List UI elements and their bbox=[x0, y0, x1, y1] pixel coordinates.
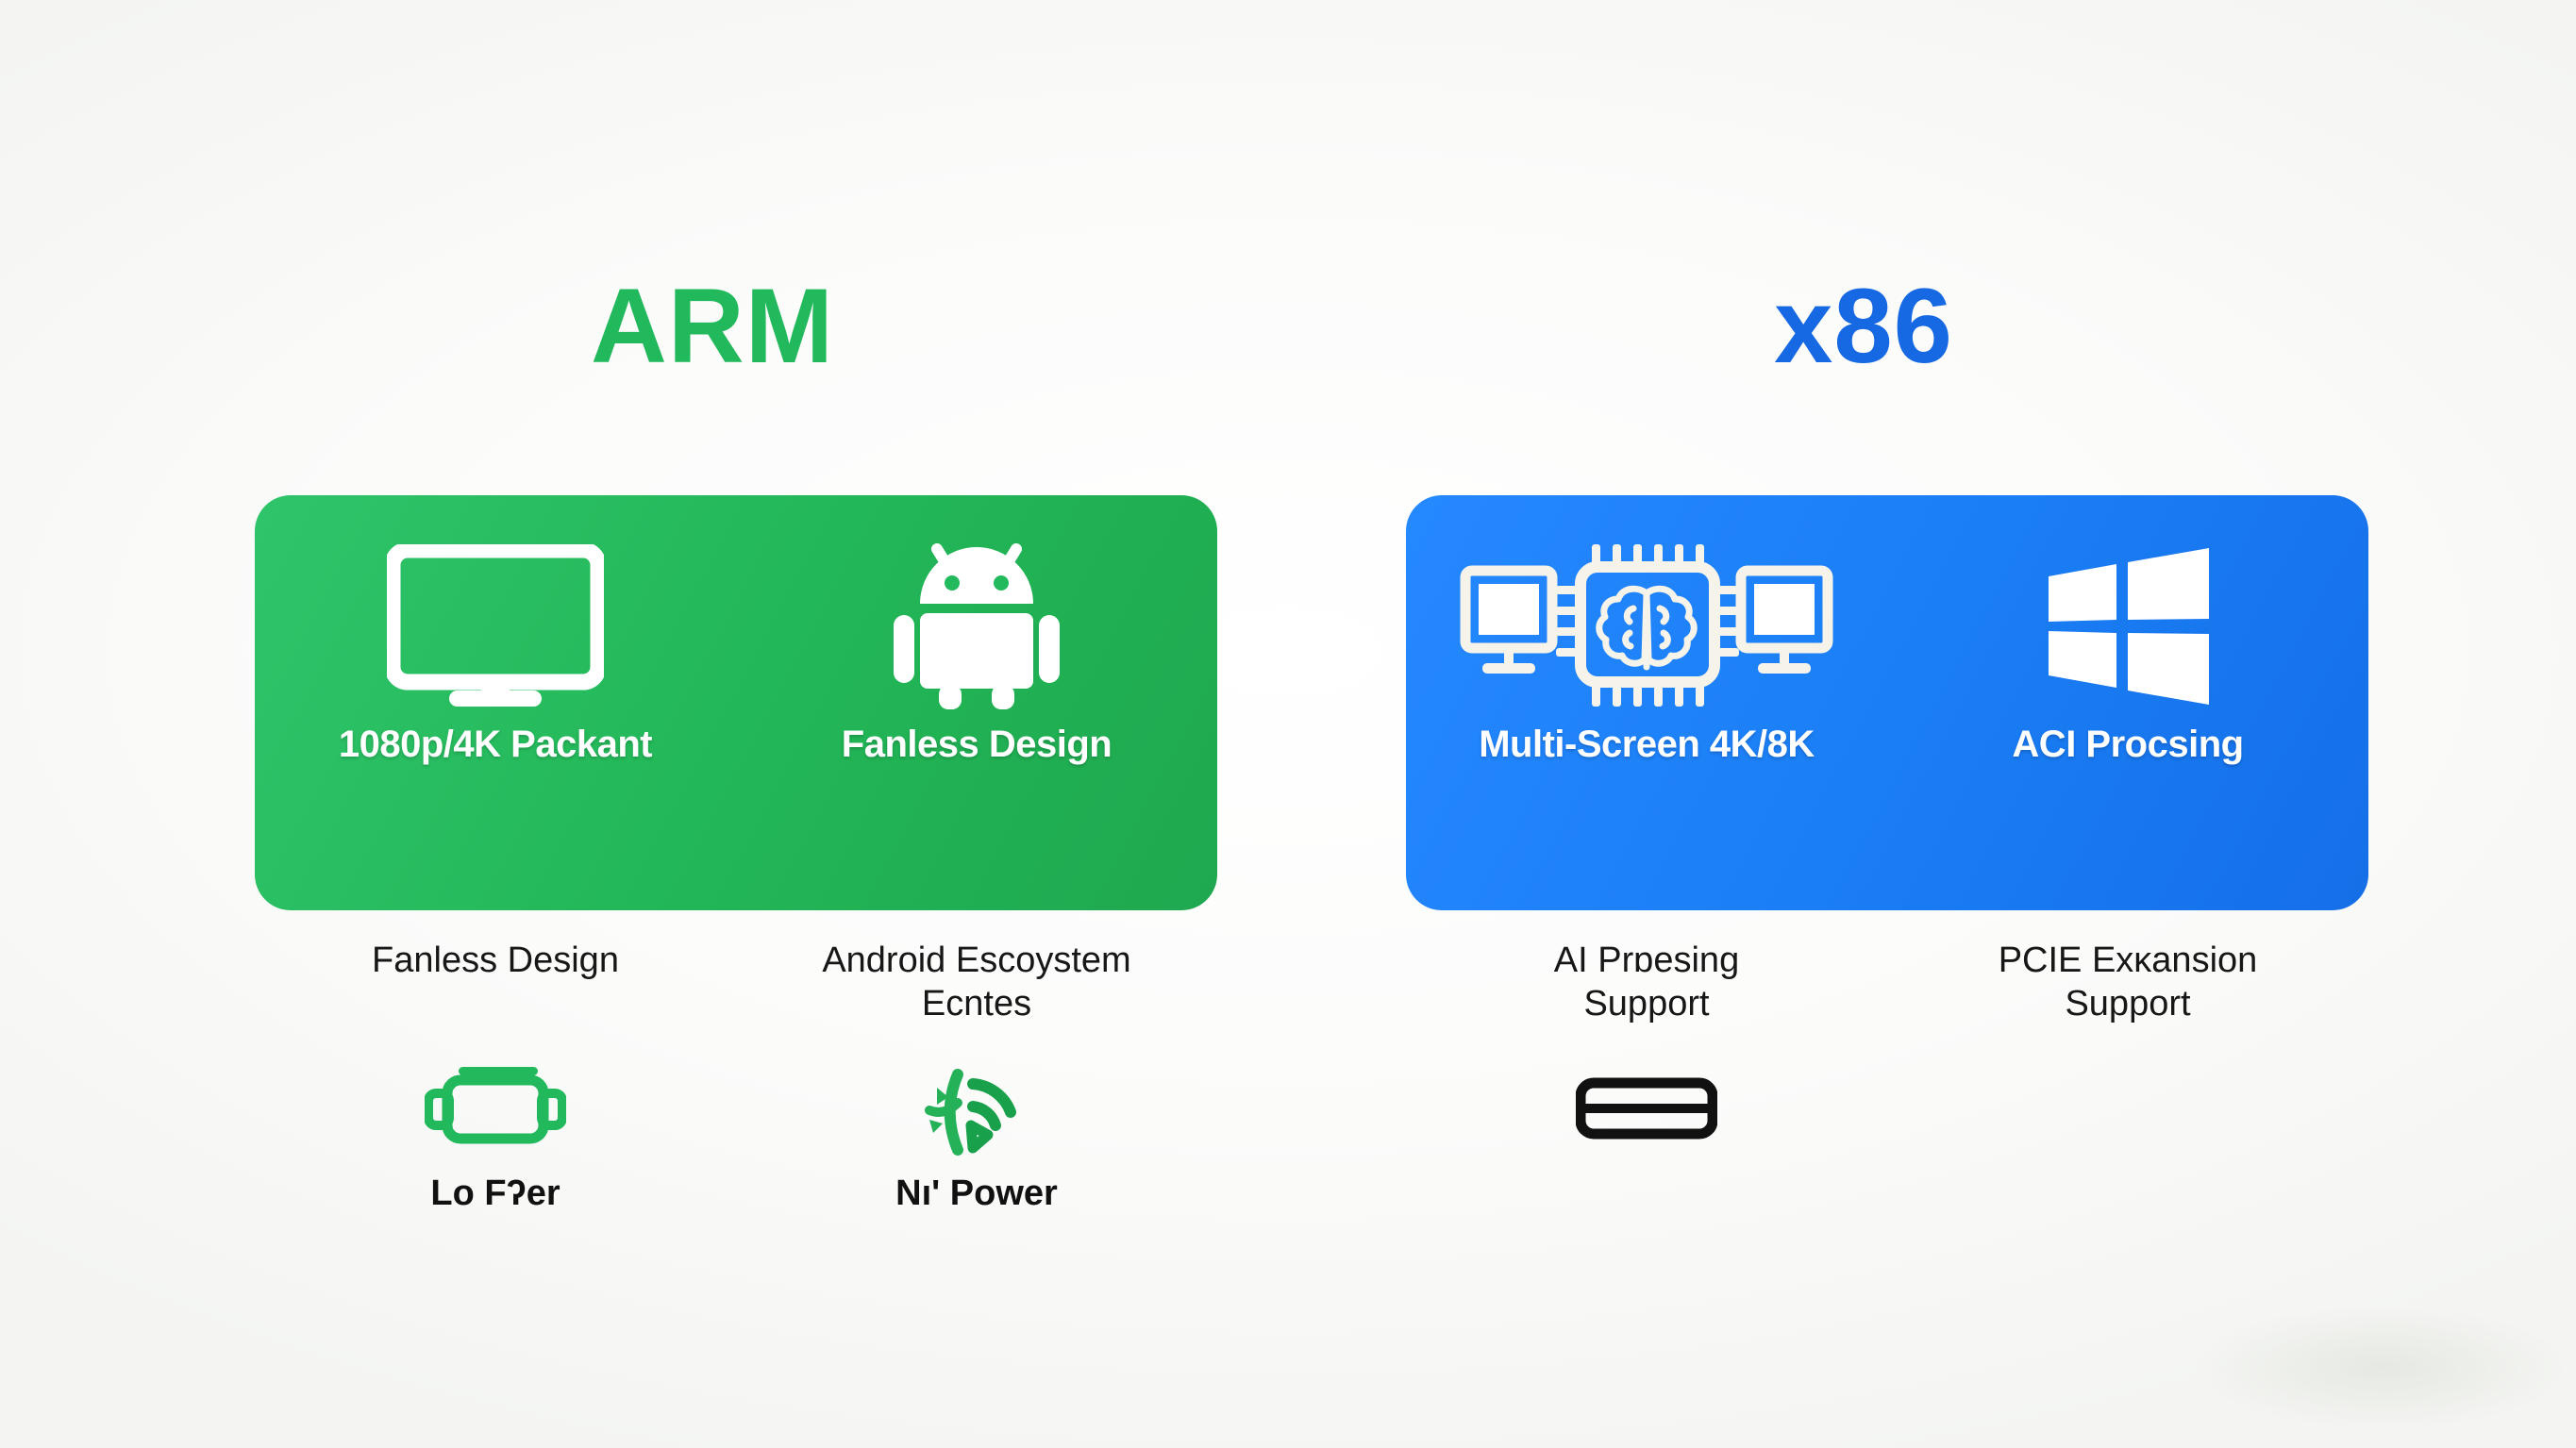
x86-bottom-row bbox=[1406, 1057, 2368, 1173]
arm-sub-feature-row: Fanless Design Android Escoystem Ecntes bbox=[255, 939, 1217, 1026]
x86-architecture-title: x86 bbox=[1774, 267, 1953, 385]
x86-sub-feature-row: AI Prɒesing Support PCIE Exκansion Suppo… bbox=[1406, 939, 2368, 1026]
x86-card-cell-multiscreen[interactable]: Multi-Screen 4K/8K bbox=[1406, 495, 1887, 910]
arm-card-label-display: 1080p/4K Packant bbox=[338, 724, 653, 765]
x86-card-label-multiscreen: Multi-Screen 4K/8K bbox=[1479, 724, 1815, 765]
monitor-icon bbox=[387, 541, 604, 710]
arm-bottom-row: Lo Fʔer Nıʹ Power bbox=[255, 1057, 1217, 1214]
arm-sub-feature-0: Fanless Design bbox=[255, 939, 736, 1026]
arm-sub-feature-1-line-0: Android Escoystem bbox=[822, 940, 1131, 980]
x86-sub-feature-1-line-1: Support bbox=[2065, 984, 2191, 1024]
x86-sub-feature-0: AI Prɒesing Support bbox=[1406, 939, 1887, 1026]
x86-bottom-feature-pcie[interactable] bbox=[1406, 1057, 1887, 1173]
arm-sub-feature-1: Android Escoystem Ecntes bbox=[736, 939, 1217, 1026]
x86-bottom-feature-empty bbox=[1887, 1057, 2368, 1173]
x86-sub-feature-1: PCIE Exκansion Support bbox=[1887, 939, 2368, 1026]
arm-card-label-android: Fanless Design bbox=[841, 724, 1112, 765]
arm-feature-card: 1080p/4K Packant bbox=[255, 495, 1217, 910]
arm-sub-feature-1-line-1: Ecntes bbox=[921, 984, 1032, 1024]
x86-sub-feature-0-line-0: AI Prɒesing bbox=[1553, 940, 1740, 980]
pcie-slot-icon bbox=[1576, 1057, 1717, 1160]
arm-bottom-label-power: Nıʹ Power bbox=[895, 1173, 1058, 1213]
arm-architecture-title: ARM bbox=[590, 267, 835, 385]
x86-feature-card: Multi-Screen 4K/8K ACI Procsing bbox=[1406, 495, 2368, 910]
x86-sub-feature-1-line-0: PCIE Exκansion bbox=[1998, 940, 2258, 980]
x86-card-label-windows: ACI Procsing bbox=[2012, 724, 2244, 765]
windows-logo-icon bbox=[2043, 541, 2213, 710]
arm-bottom-feature-power[interactable]: Nıʹ Power bbox=[736, 1057, 1217, 1214]
arm-bottom-label-battery: Lo Fʔer bbox=[430, 1173, 560, 1213]
wifi-leaf-icon bbox=[920, 1057, 1033, 1160]
battery-icon bbox=[425, 1057, 566, 1160]
arm-card-cell-display[interactable]: 1080p/4K Packant bbox=[255, 495, 736, 910]
arm-card-cell-android[interactable]: Fanless Design bbox=[736, 495, 1217, 910]
x86-card-cell-windows[interactable]: ACI Procsing bbox=[1887, 495, 2368, 910]
arm-bottom-feature-battery[interactable]: Lo Fʔer bbox=[255, 1057, 736, 1214]
arm-sub-feature-0-line-0: Fanless Design bbox=[372, 940, 619, 980]
x86-sub-feature-0-line-1: Support bbox=[1583, 984, 1710, 1024]
ai-chip-multiscreen-icon bbox=[1458, 541, 1835, 710]
x86-column: x86 bbox=[1264, 0, 2463, 1448]
android-robot-icon bbox=[894, 541, 1060, 710]
arm-column: ARM 1080p/4K Packant bbox=[113, 0, 1312, 1448]
